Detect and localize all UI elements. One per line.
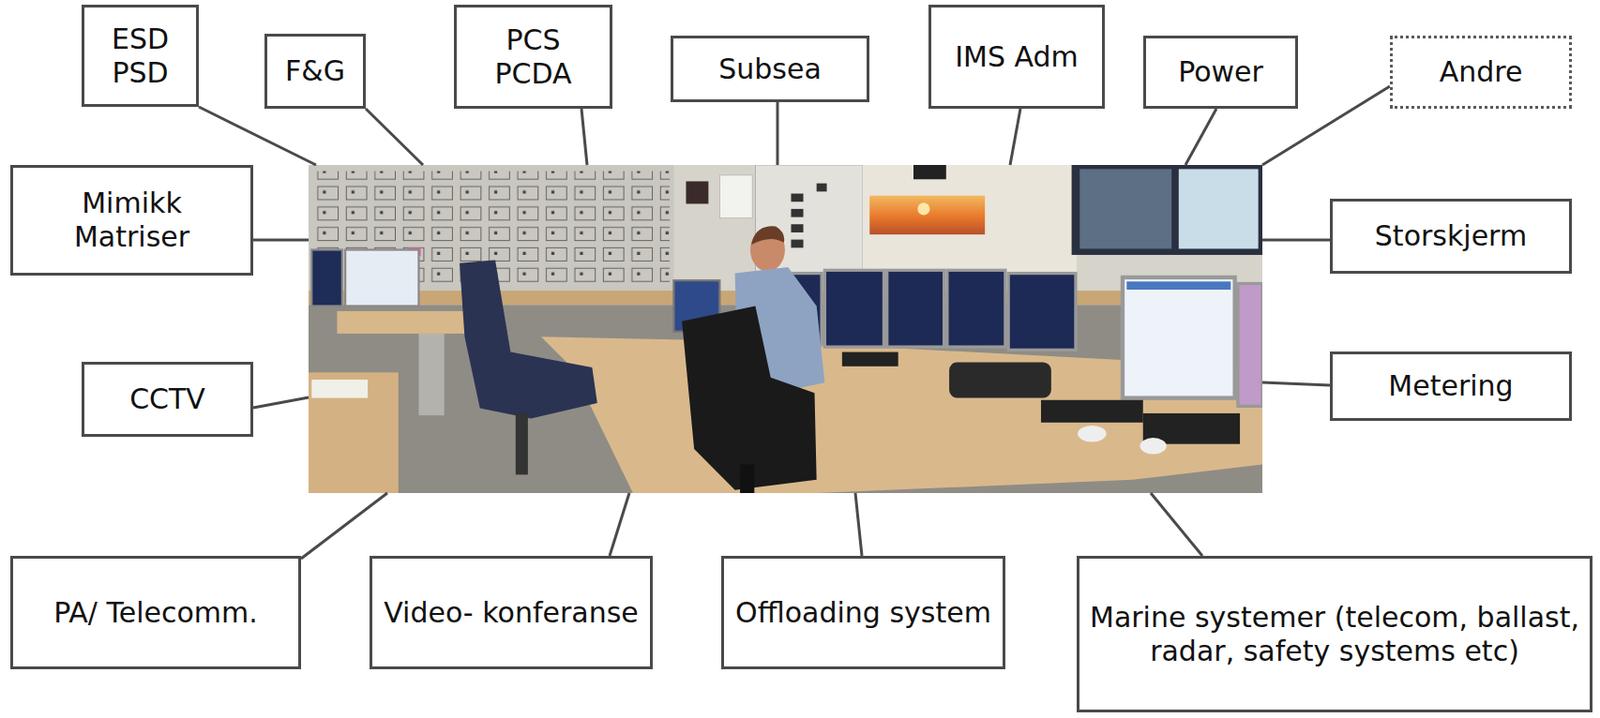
- esd-button: [790, 209, 803, 218]
- white-monitor: [1122, 277, 1236, 399]
- callout-text: ESD PSD: [91, 22, 189, 91]
- callout-box: Mimikk Matriser: [10, 165, 254, 276]
- esd-button: [790, 240, 803, 249]
- callout-box: IMS Adm: [928, 4, 1105, 109]
- callout-box: Power: [1143, 35, 1299, 109]
- callout-text: Storskjerm: [1374, 219, 1527, 254]
- callout-box: PA/ Telecomm.: [10, 556, 302, 670]
- callout-text: PA/ Telecomm.: [53, 596, 258, 631]
- callout-box: Storskjerm: [1329, 198, 1572, 274]
- papers: [311, 379, 368, 399]
- leader-line: [253, 397, 309, 408]
- left-monitor: [311, 249, 343, 306]
- large-screen: [1071, 165, 1263, 256]
- telephone: [949, 362, 1052, 398]
- callout-text: IMS Adm: [954, 40, 1079, 75]
- alarm-display: [685, 181, 709, 204]
- paper-sheet: [719, 175, 753, 219]
- keyboard: [1041, 400, 1144, 423]
- chair-base: [739, 464, 755, 494]
- leader-line: [365, 108, 423, 166]
- keyboard: [842, 352, 899, 367]
- edge-monitor: [1237, 283, 1263, 407]
- leader-line: [253, 239, 309, 242]
- back-wall: [308, 165, 1263, 494]
- leader-line: [1185, 108, 1217, 166]
- blue-chair: [459, 259, 598, 419]
- chair-base: [515, 413, 529, 475]
- callout-box: CCTV: [81, 362, 254, 438]
- person-hair: [751, 226, 785, 245]
- callout-text: Marine systemer (telecom, ballast, radar…: [1086, 601, 1583, 669]
- sunset-painting: [869, 196, 985, 235]
- control-room-photo: [308, 165, 1263, 494]
- callout-text: Subsea: [718, 52, 822, 87]
- callout-text: CCTV: [129, 382, 206, 417]
- esd-button: [790, 194, 803, 203]
- monitor: [887, 270, 945, 348]
- wall-clock: [913, 165, 947, 180]
- leader-line: [1262, 239, 1330, 242]
- side-desk: [308, 372, 399, 494]
- leader-line: [301, 493, 388, 559]
- white-monitor-bar: [1126, 281, 1231, 290]
- monitor: [1008, 273, 1076, 351]
- callout-text: PCS PCDA: [464, 23, 603, 91]
- dotted-callout-box: Andre: [1389, 35, 1572, 109]
- mouse: [1139, 437, 1166, 454]
- callout-box: PCS PCDA: [453, 4, 613, 109]
- leader-line: [581, 108, 588, 166]
- esd-button: [816, 183, 828, 193]
- callout-text: Power: [1177, 55, 1264, 90]
- leader-line: [776, 102, 780, 166]
- leader-line: [1010, 108, 1021, 166]
- large-screen-panel: [1178, 168, 1259, 249]
- callout-box: Marine systemer (telecom, ballast, radar…: [1076, 556, 1593, 713]
- callout-text: Andre: [1439, 55, 1524, 90]
- left-monitor: [345, 249, 419, 306]
- callout-text: Mimikk Matriser: [20, 186, 243, 255]
- callout-box: ESD PSD: [81, 4, 199, 107]
- callout-text: F&G: [285, 54, 346, 89]
- callout-box: Metering: [1329, 351, 1572, 422]
- large-screen-video: [1079, 168, 1172, 249]
- callout-box: Offloading system: [721, 556, 1006, 670]
- monitor: [947, 270, 1006, 348]
- callout-text: Video- konferanse: [383, 596, 638, 631]
- callout-box: F&G: [264, 33, 366, 109]
- leader-line: [855, 493, 862, 557]
- callout-text: Offloading system: [735, 596, 992, 631]
- leader-line: [1262, 382, 1330, 386]
- callout-box: Video- konferanse: [369, 556, 653, 670]
- monitor: [824, 270, 884, 348]
- desk-leg: [418, 333, 444, 416]
- mouse: [1077, 425, 1106, 442]
- painted-sun: [917, 202, 930, 215]
- left-desk: [336, 311, 485, 334]
- callout-text: Metering: [1388, 369, 1513, 404]
- esd-button: [790, 224, 803, 233]
- leader-line: [1150, 493, 1203, 557]
- callout-box: Subsea: [670, 35, 870, 103]
- leader-line: [609, 493, 630, 557]
- leader-line: [198, 106, 317, 166]
- black-chair: [681, 305, 817, 490]
